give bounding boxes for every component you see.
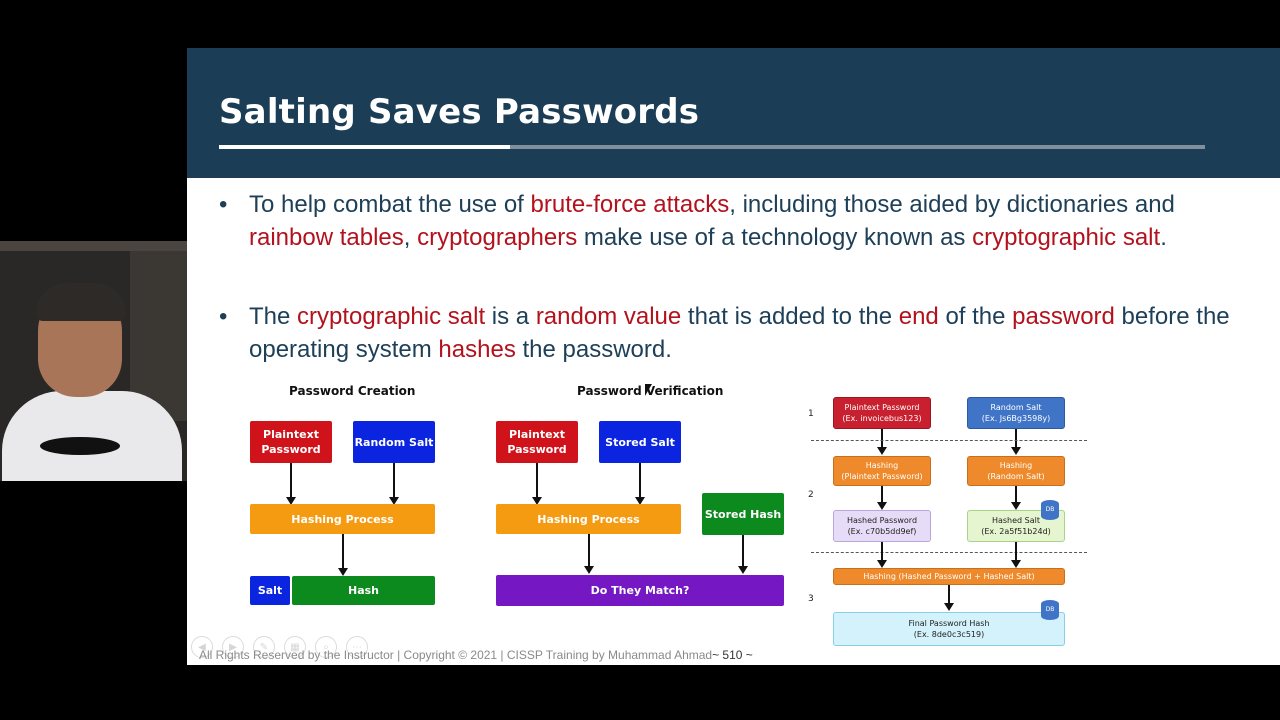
verify-stored-hash-box: Stored Hash <box>702 493 784 535</box>
creation-hash-output: Hash <box>292 576 435 605</box>
flow-hash-salt-box: Hashing (Random Salt) <box>967 456 1065 486</box>
bullet-2-text: The cryptographic salt is a random value… <box>249 300 1259 366</box>
arrow-head <box>877 447 887 455</box>
highlighted-term: brute-force attacks <box>531 191 730 218</box>
bullet-text-segment: is a <box>485 303 536 330</box>
arrow-head <box>944 603 954 611</box>
arrow-line <box>948 585 950 605</box>
highlighted-term: hashes <box>438 336 515 363</box>
database-icon: DB <box>1041 600 1059 620</box>
step-number-2: 2 <box>808 490 814 500</box>
bullet-text-segment: To help combat the use of <box>249 191 531 218</box>
desk-lamp <box>40 437 120 455</box>
bullet-text-segment: , including those aided by dictionaries … <box>729 191 1175 218</box>
bullet-text-segment: of the <box>939 303 1012 330</box>
step-number-3: 3 <box>808 594 814 604</box>
arrow-line <box>536 463 538 499</box>
database-icon: DB <box>1041 500 1059 520</box>
bullet-dot: • <box>219 300 227 333</box>
mouse-cursor-icon <box>645 384 652 396</box>
slide-title: Salting Saves Passwords <box>219 92 699 132</box>
slide-header: Salting Saves Passwords <box>187 48 1280 178</box>
bullet-text-segment: that is added to the <box>681 303 899 330</box>
bullet-1-text: To help combat the use of brute-force at… <box>249 188 1259 254</box>
flow-plaintext-box: Plaintext Password (Ex. invoicebus123) <box>833 397 931 429</box>
arrow-line <box>881 542 883 562</box>
presenter-shirt <box>2 391 182 481</box>
step-number-1: 1 <box>808 409 814 419</box>
verify-hashing-box: Hashing Process <box>496 504 681 534</box>
arrow-line <box>742 535 744 568</box>
bullet-text-segment: . <box>1160 224 1167 251</box>
arrow-head <box>877 502 887 510</box>
step-divider <box>811 440 1087 441</box>
arrow-line <box>290 463 292 499</box>
arrow-line <box>881 429 883 449</box>
creation-salt-box: Random Salt <box>353 421 435 463</box>
verify-stored-salt-box: Stored Salt <box>599 421 681 463</box>
flow-random-salt-box: Random Salt (Ex. Js6Bg3598y) <box>967 397 1065 429</box>
slide-footer: All Rights Reserved by the Instructor | … <box>199 648 753 662</box>
arrow-head <box>877 560 887 568</box>
flow-combined-hash-box: Hashing (Hashed Password + Hashed Salt) <box>833 568 1065 585</box>
arrow-head <box>738 566 748 574</box>
arrow-head <box>1011 447 1021 455</box>
arrow-line <box>588 534 590 568</box>
presentation-slide: Salting Saves Passwords • To help combat… <box>187 48 1280 665</box>
bookshelf <box>0 241 187 251</box>
flow-final-hash-box: Final Password Hash (Ex. 8de0c3c519) <box>833 612 1065 646</box>
footer-copyright: All Rights Reserved by the Instructor | … <box>199 648 712 662</box>
highlighted-term: password <box>1012 303 1115 330</box>
bullet-text-segment: , <box>404 224 417 251</box>
creation-hashing-box: Hashing Process <box>250 504 435 534</box>
arrow-line <box>639 463 641 499</box>
flow-hashed-password-box: Hashed Password (Ex. c70b5dd9ef) <box>833 510 931 542</box>
arrow-head <box>1011 502 1021 510</box>
bullet-text-segment: make use of a technology known as <box>577 224 972 251</box>
arrow-head <box>1011 560 1021 568</box>
creation-title: Password Creation <box>289 384 415 398</box>
webcam-feed <box>0 241 187 481</box>
presenter-hair <box>36 283 126 321</box>
creation-salt-output: Salt <box>250 576 290 605</box>
arrow-line <box>1015 429 1017 449</box>
bullet-text-segment: the password. <box>516 336 672 363</box>
title-underline-accent <box>219 145 510 149</box>
highlighted-term: cryptographic salt <box>297 303 485 330</box>
arrow-head <box>338 568 348 576</box>
bullet-text-segment: The <box>249 303 297 330</box>
verify-plaintext-box: Plaintext Password <box>496 421 578 463</box>
step-divider <box>811 552 1087 553</box>
page-number: ~ 510 ~ <box>712 648 753 662</box>
highlighted-term: random value <box>536 303 681 330</box>
highlighted-term: rainbow tables <box>249 224 404 251</box>
highlighted-term: end <box>899 303 939 330</box>
arrow-line <box>1015 542 1017 562</box>
arrow-line <box>393 463 395 499</box>
creation-plaintext-box: Plaintext Password <box>250 421 332 463</box>
arrow-line <box>342 534 344 570</box>
highlighted-term: cryptographic salt <box>972 224 1160 251</box>
bullet-dot: • <box>219 188 227 221</box>
highlighted-term: cryptographers <box>417 224 577 251</box>
flow-hash-plaintext-box: Hashing (Plaintext Password) <box>833 456 931 486</box>
arrow-head <box>584 566 594 574</box>
verify-match-box: Do They Match? <box>496 575 784 606</box>
